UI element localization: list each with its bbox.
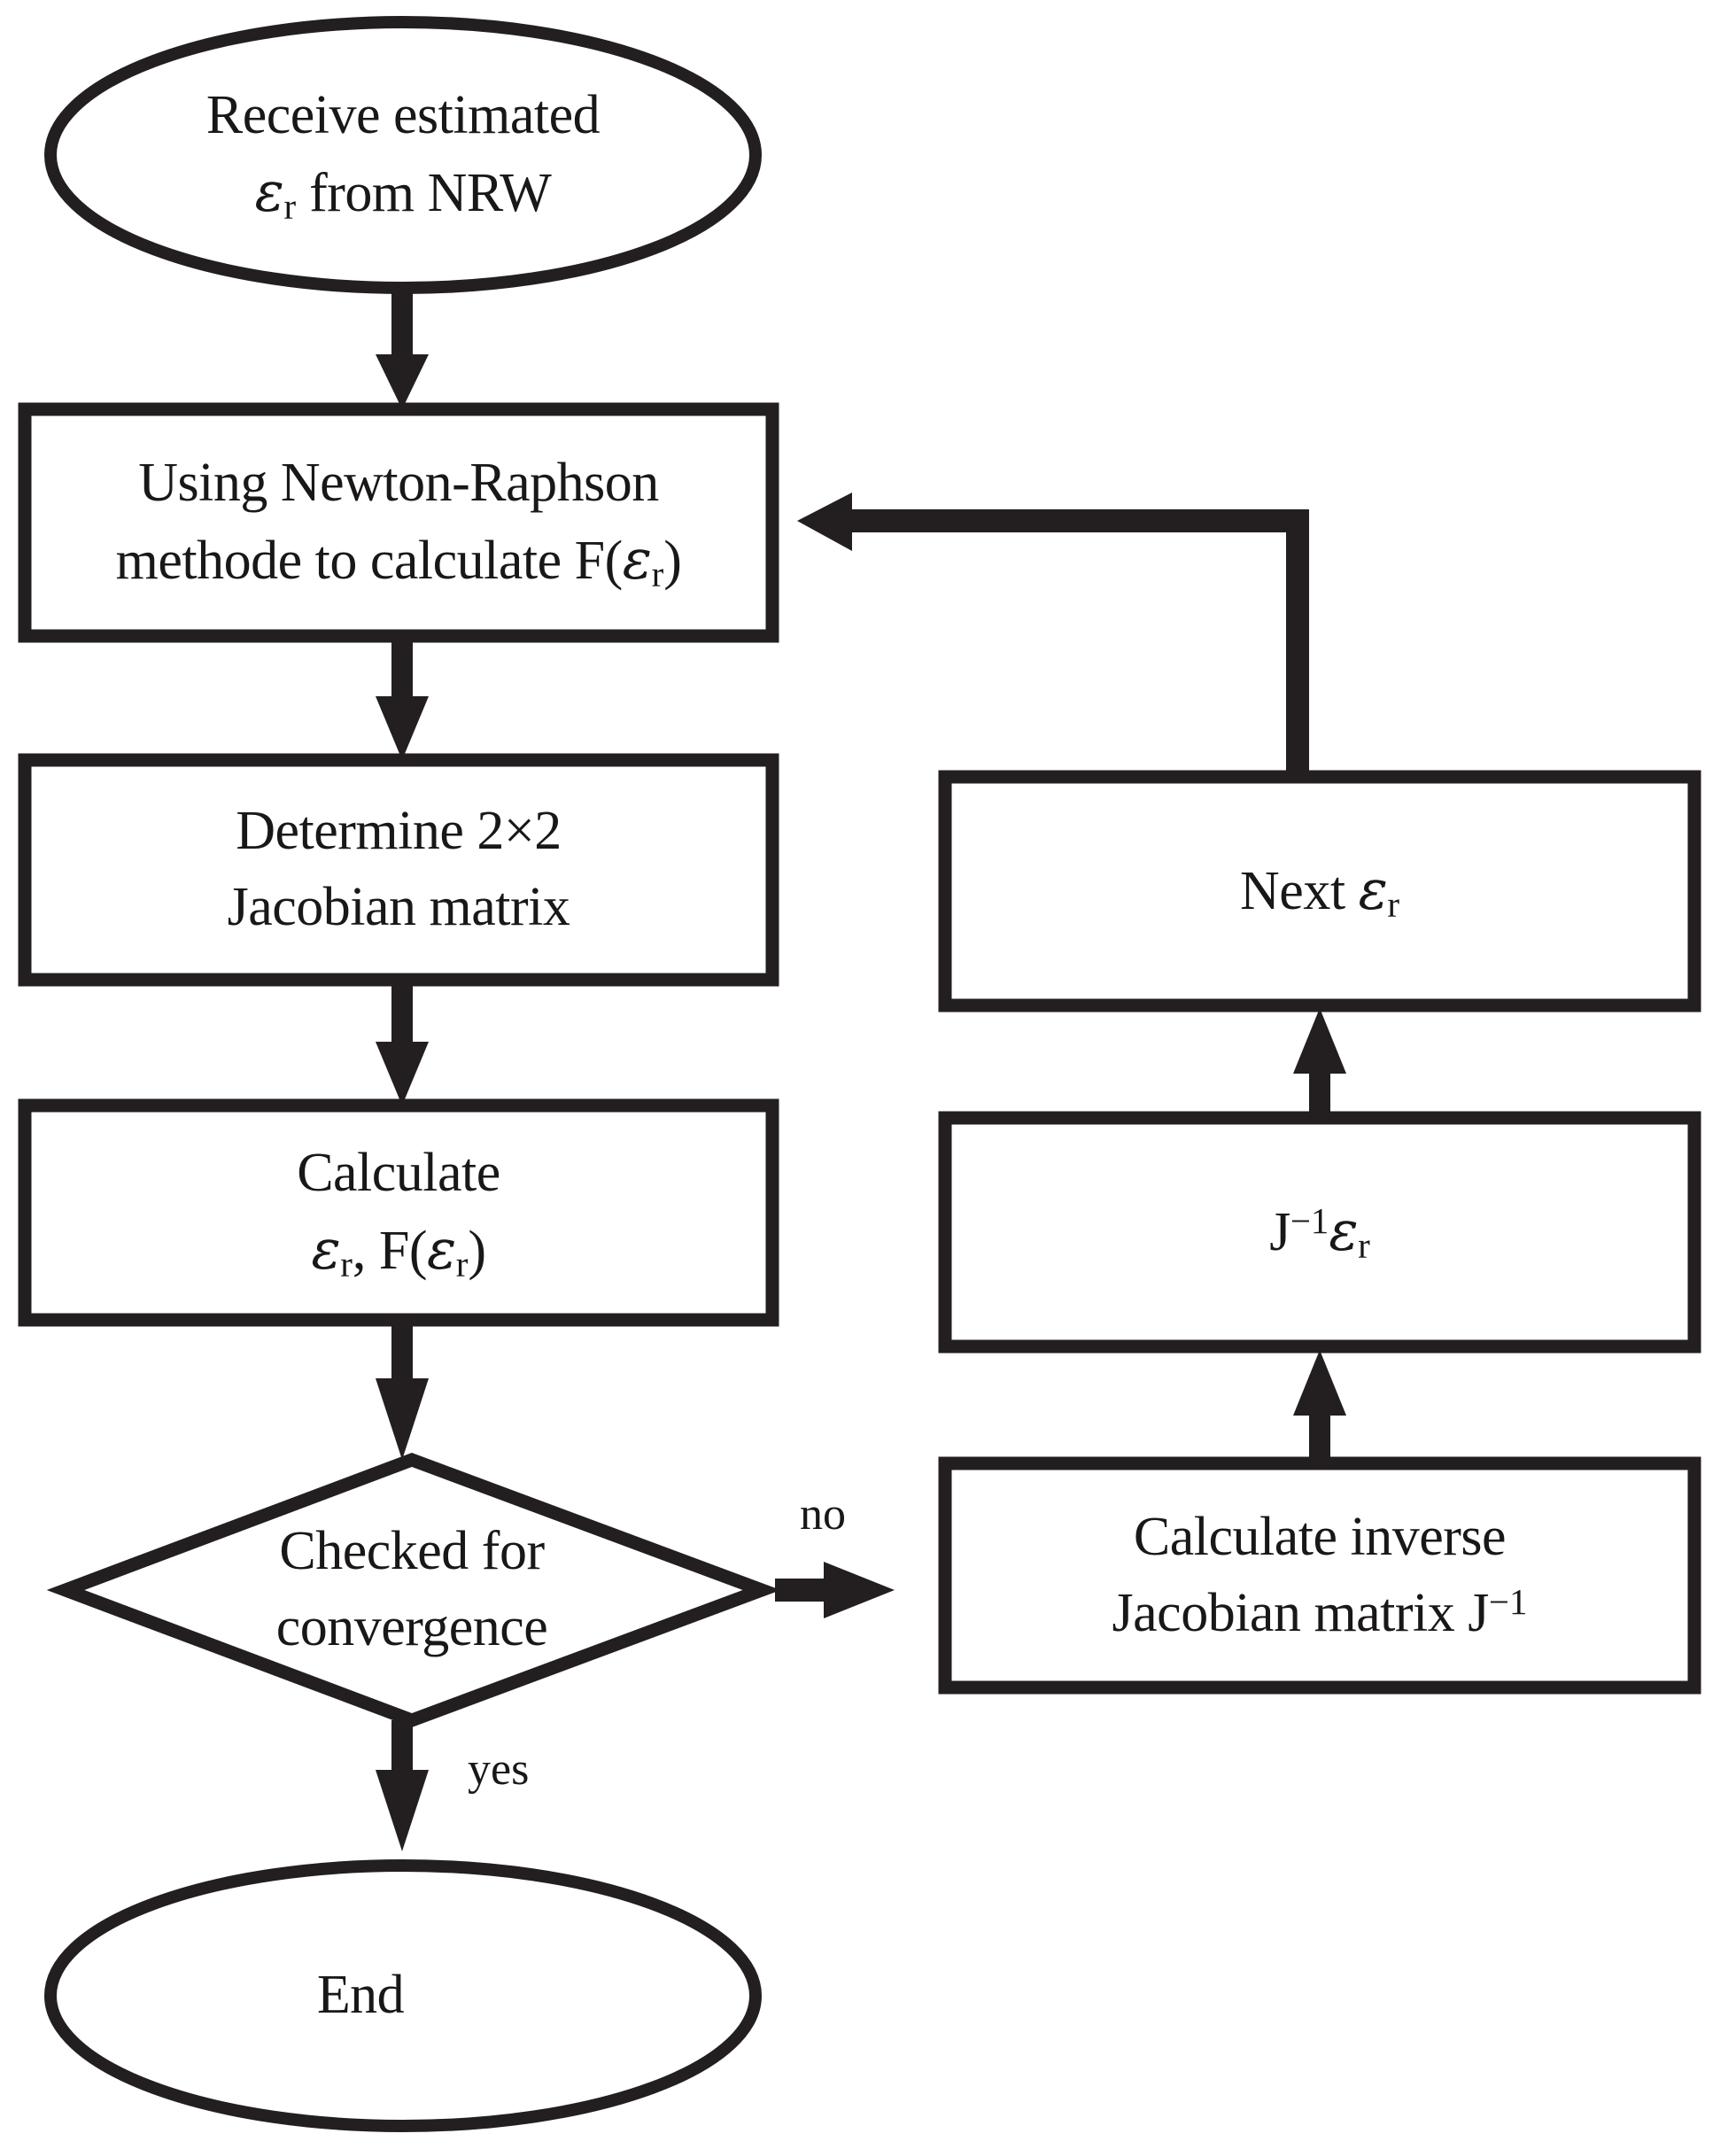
node-inverse-jacobian-box[interactable]: [938, 1456, 1701, 1695]
arrow-jacobian-to-calculate: [376, 980, 429, 1106]
node-jacobian-box[interactable]: [18, 753, 779, 987]
arrow-calculate-to-decision: [376, 1320, 429, 1460]
arrow-next-eps-feedback-to-newton: [797, 493, 1309, 780]
node-start-ellipse[interactable]: [44, 16, 762, 294]
arrow-j-inverse-eps-to-next-eps: [1293, 1008, 1346, 1121]
node-calculate-box[interactable]: [18, 1098, 779, 1327]
node-end-ellipse[interactable]: [44, 1859, 762, 2132]
node-j-inverse-eps-box[interactable]: [938, 1111, 1701, 1354]
arrow-newton-to-jacobian: [376, 636, 429, 760]
arrow-decision-to-inverse-jacobian: [775, 1562, 895, 1618]
arrow-decision-to-end: [376, 1720, 429, 1851]
node-decision-diamond[interactable]: [46, 1452, 781, 1728]
node-next-eps-box[interactable]: [938, 770, 1701, 1012]
edge-label-yes: yes: [468, 1744, 530, 1795]
edge-label-no: no: [800, 1489, 846, 1540]
arrow-inverse-jacobian-to-j-inverse-eps: [1293, 1350, 1346, 1463]
arrow-start-to-newton: [376, 288, 429, 409]
node-newton-raphson-box[interactable]: [18, 402, 779, 643]
